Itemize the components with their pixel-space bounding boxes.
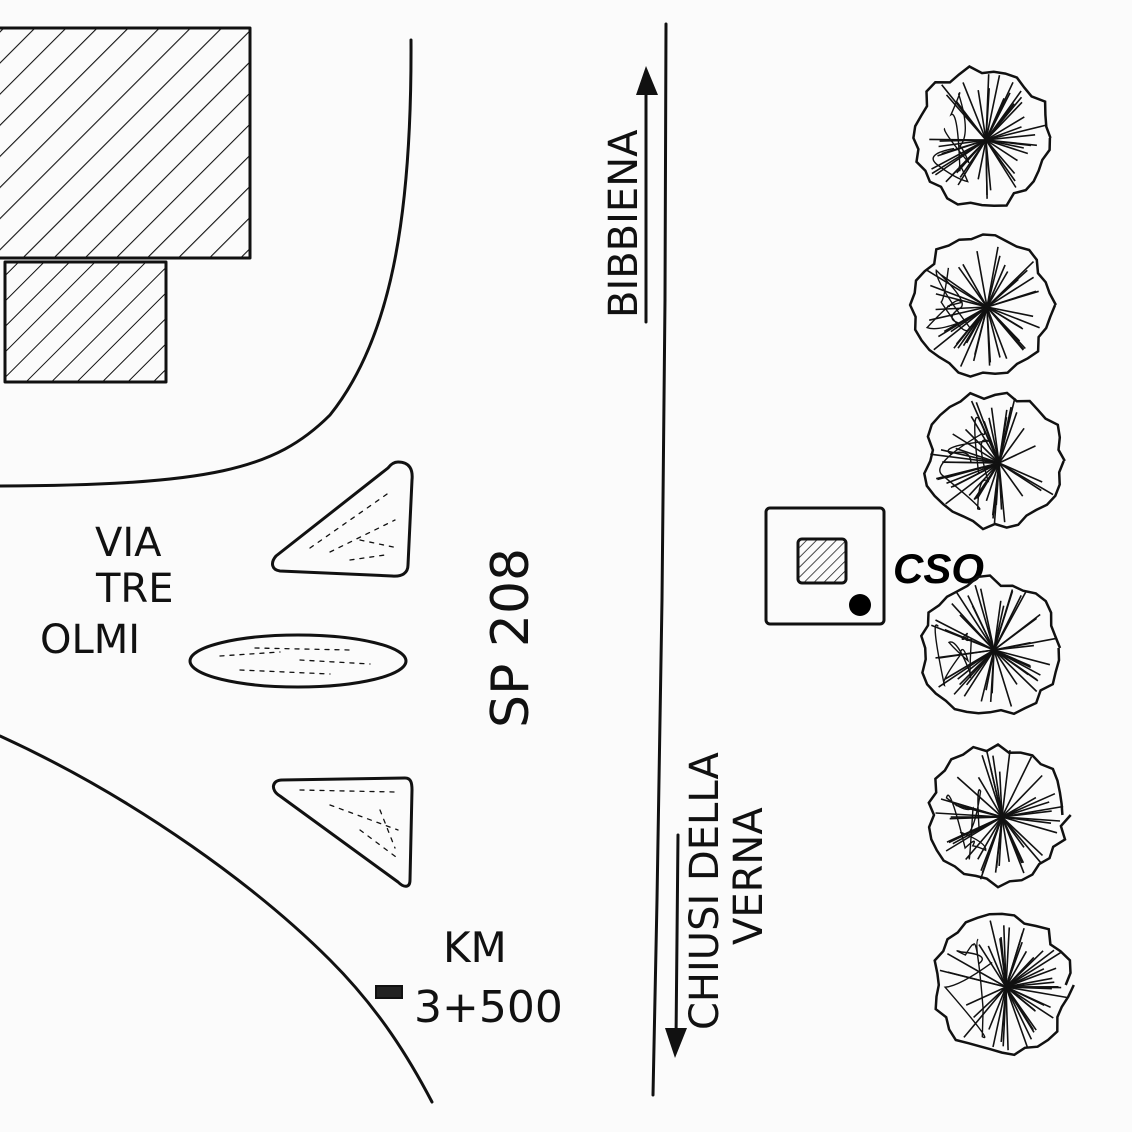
- location-dot-icon: [849, 594, 871, 616]
- traffic-island-middle: [188, 633, 408, 689]
- direction-chiusi-della-verna: CHIUSI DELLA VERNA: [665, 751, 772, 1058]
- tree-symbol-icon: [919, 574, 1062, 716]
- km-value: 3+500: [414, 982, 563, 1033]
- road-label-sp208: SP 208: [481, 548, 541, 728]
- km-label: KM: [443, 923, 507, 972]
- station-box: [764, 506, 886, 626]
- tree-row: [908, 65, 1075, 1057]
- tree-symbol-icon: [922, 391, 1066, 531]
- tree-symbol-icon: [933, 912, 1075, 1057]
- road-edge-upper: [0, 38, 413, 488]
- direction-bibbiena: BIBBIENA: [601, 66, 658, 324]
- arrow-up-head: [636, 66, 658, 95]
- tree-symbol-icon: [908, 233, 1058, 378]
- arrow-down-head: [665, 1028, 687, 1058]
- road-label-via-tre-olmi-line2: TRE: [95, 566, 174, 612]
- traffic-island-lower: [272, 776, 414, 888]
- road-label-via-tre-olmi-line3: OLMI: [40, 617, 140, 663]
- arrow-down-icon: [674, 833, 680, 1042]
- traffic-island-upper: [271, 460, 414, 578]
- road-centerline: [651, 22, 668, 1097]
- direction-chiusi-line1: CHIUSI DELLA: [682, 751, 728, 1030]
- station-label-cso: CSO: [893, 545, 984, 592]
- direction-bibbiena-label: BIBBIENA: [601, 129, 647, 318]
- tree-symbol-icon: [927, 743, 1072, 889]
- km-marker-icon: [375, 985, 403, 999]
- direction-chiusi-line2: VERNA: [726, 807, 772, 945]
- tree-symbol-icon: [912, 65, 1052, 208]
- road-label-via-tre-olmi-line1: VIA: [95, 520, 162, 566]
- road-edge-lower: [0, 734, 434, 1104]
- building-main: [0, 26, 252, 260]
- building-annex: [3, 260, 168, 384]
